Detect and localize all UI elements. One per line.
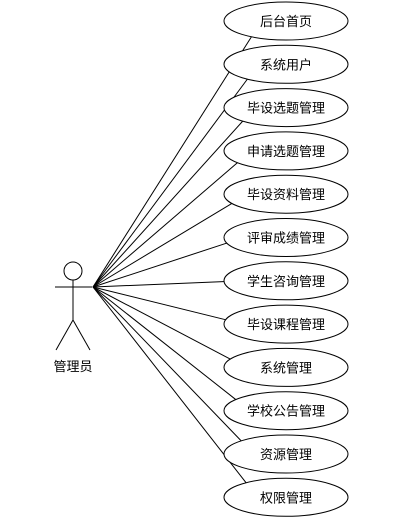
association-line bbox=[92, 286, 248, 485]
use-case-ellipse bbox=[223, 1, 349, 41]
use-case: 权限管理 bbox=[223, 477, 349, 517]
use-case: 毕设资料管理 bbox=[223, 174, 349, 214]
use-case: 学校公告管理 bbox=[223, 391, 349, 431]
use-case: 资源管理 bbox=[223, 434, 349, 474]
association-line bbox=[92, 241, 231, 288]
actor-label: 管理员 bbox=[53, 360, 92, 375]
use-case-ellipse bbox=[223, 131, 349, 171]
association-line bbox=[92, 77, 250, 288]
association-line bbox=[92, 160, 240, 288]
association-line bbox=[92, 201, 235, 288]
use-case-ellipse bbox=[223, 477, 349, 517]
association-line bbox=[92, 280, 230, 288]
use-case-ellipse bbox=[223, 44, 349, 84]
use-case-ellipse bbox=[223, 347, 349, 387]
use-case-label: 毕设课程管理 bbox=[247, 318, 325, 333]
association-line bbox=[92, 286, 239, 402]
association-line bbox=[92, 119, 245, 288]
use-case: 系统管理 bbox=[223, 347, 349, 387]
use-case-label: 毕设选题管理 bbox=[247, 102, 325, 117]
use-case-ellipse bbox=[223, 304, 349, 344]
use-case: 申请选题管理 bbox=[223, 131, 349, 171]
association-lines bbox=[92, 34, 253, 485]
use-case-label: 系统管理 bbox=[260, 361, 312, 376]
use-case-label: 学校公告管理 bbox=[247, 404, 325, 420]
actor-right-leg bbox=[72, 319, 91, 351]
use-case: 后台首页 bbox=[223, 1, 349, 41]
use-case-ellipse bbox=[223, 434, 349, 474]
association-line bbox=[92, 286, 244, 443]
use-case-label: 申请选题管理 bbox=[247, 145, 325, 160]
use-case-ellipse bbox=[223, 261, 349, 301]
use-cases: 后台首页系统用户毕设选题管理申请选题管理毕设资料管理评审成绩管理学生咨询管理毕设… bbox=[223, 1, 349, 517]
use-case-label: 毕设资料管理 bbox=[247, 188, 325, 203]
use-case-label: 后台首页 bbox=[260, 15, 312, 30]
association-line bbox=[92, 34, 253, 288]
use-case-ellipse bbox=[223, 218, 349, 257]
use-case-label: 系统用户 bbox=[260, 57, 312, 73]
use-case-ellipse bbox=[223, 174, 349, 214]
use-case: 评审成绩管理 bbox=[223, 218, 349, 257]
use-case-label: 评审成绩管理 bbox=[247, 232, 325, 247]
use-case: 毕设课程管理 bbox=[223, 304, 349, 344]
actor-left-leg bbox=[55, 319, 74, 351]
use-case-ellipse bbox=[223, 88, 349, 128]
use-case: 毕设选题管理 bbox=[223, 88, 349, 128]
use-case-label: 资源管理 bbox=[260, 448, 312, 463]
use-case-label: 学生咨询管理 bbox=[247, 274, 325, 290]
use-case-label: 权限管理 bbox=[260, 490, 312, 506]
actor-head bbox=[63, 261, 83, 281]
use-case-ellipse bbox=[223, 391, 349, 431]
use-case: 系统用户 bbox=[223, 44, 349, 84]
use-case: 学生咨询管理 bbox=[223, 261, 349, 301]
association-line bbox=[92, 286, 234, 362]
association-line bbox=[92, 286, 231, 322]
actor-administrator: 管理员 bbox=[53, 261, 93, 375]
